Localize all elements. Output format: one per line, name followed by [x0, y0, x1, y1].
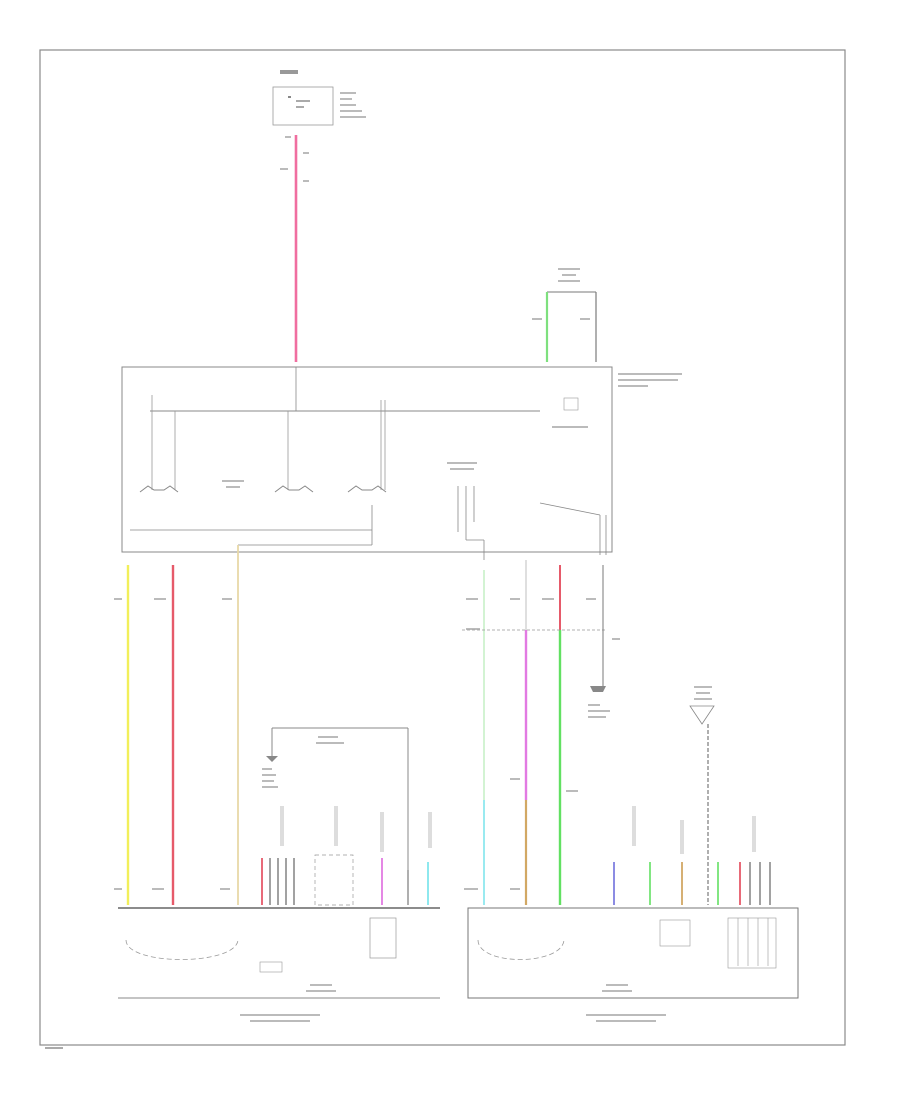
page-tag — [45, 1047, 63, 1049]
wire-magenta — [510, 560, 528, 905]
left-subcircuit — [261, 727, 432, 906]
fuse-box — [272, 70, 366, 126]
diagram-frame — [39, 49, 846, 1046]
wire-red — [152, 565, 175, 905]
wire-cyan-green — [464, 570, 485, 905]
driver-seat-heater-unit — [118, 907, 440, 1022]
sensor-top-right — [532, 268, 597, 362]
passenger-seat-heater-unit — [467, 907, 799, 1022]
wire-bright-green — [542, 565, 578, 905]
combination-switch-box — [121, 366, 682, 905]
ground-branch — [586, 565, 620, 718]
wire-yellow — [114, 565, 130, 905]
right-subcircuit — [613, 686, 771, 905]
wire-pink-feed — [280, 135, 309, 362]
